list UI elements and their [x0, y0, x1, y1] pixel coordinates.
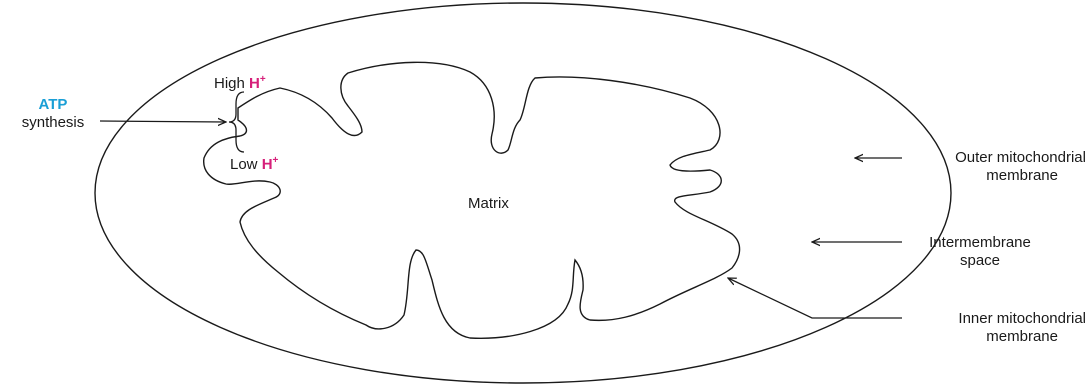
high-proton-label: High H+ — [214, 71, 266, 93]
atp-synthesis-arrow — [100, 121, 226, 122]
matrix-label: Matrix — [468, 195, 509, 213]
low-h-text: H+ — [262, 156, 279, 173]
inner-membrane-line1: Inner mitochondrial — [893, 310, 1086, 328]
outer-membrane-line2: membrane — [893, 167, 1086, 185]
low-text: Low — [230, 156, 258, 173]
high-h-text: H+ — [249, 75, 266, 92]
intermembrane-line1: Intermembrane — [900, 234, 1060, 252]
low-proton-label: Low H+ — [230, 152, 278, 174]
intermembrane-space-label: Intermembrane space — [900, 234, 1060, 270]
inner-membrane-label: Inner mitochondrial membrane — [893, 310, 1086, 346]
atp-synthesis-label: ATP synthesis — [6, 96, 100, 132]
inner-membrane-line2: membrane — [893, 328, 1086, 346]
outer-membrane-line1: Outer mitochondrial — [893, 149, 1086, 167]
outer-membrane-label: Outer mitochondrial membrane — [893, 149, 1086, 185]
inner-membrane-leader — [728, 278, 902, 318]
synthesis-text: synthesis — [6, 114, 100, 132]
intermembrane-line2: space — [900, 252, 1060, 270]
outer-membrane — [95, 3, 951, 383]
atp-text: ATP — [6, 96, 100, 114]
high-text: High — [214, 75, 245, 92]
